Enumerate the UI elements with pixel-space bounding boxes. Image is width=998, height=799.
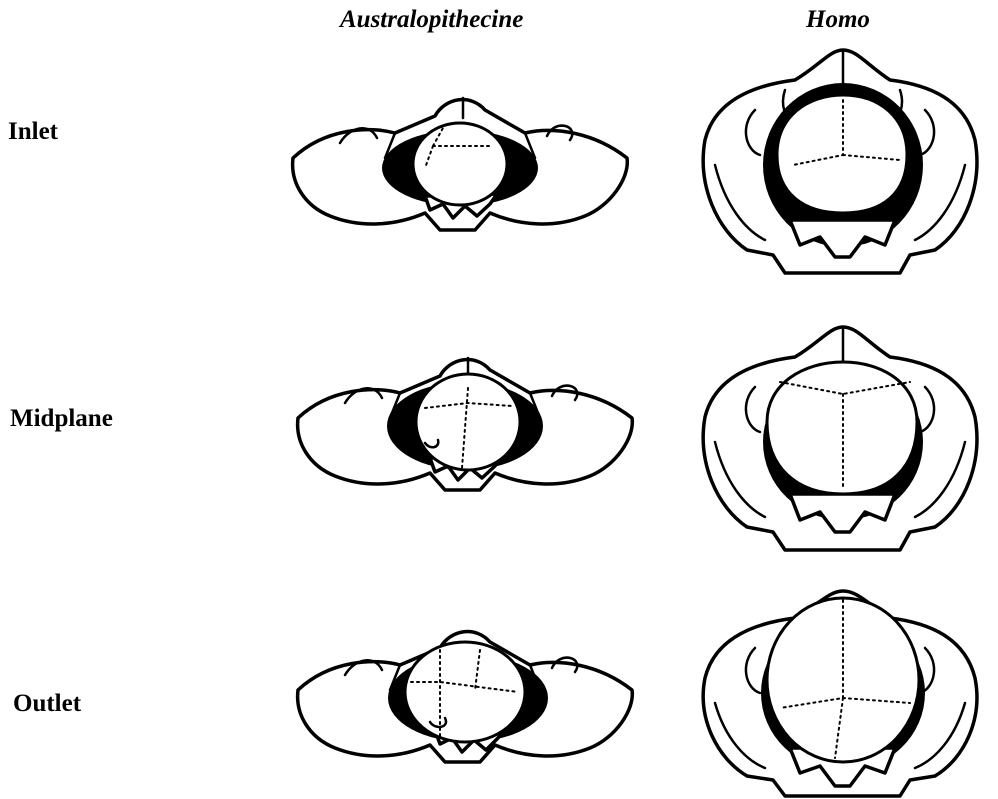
- australopithecine-inlet-pelvis: [285, 88, 635, 238]
- row-label-midplane: Midplane: [10, 405, 113, 433]
- homo-midplane-pelvis: [685, 322, 995, 552]
- column-header-australopithecine: Australopithecine: [340, 6, 523, 34]
- homo-outlet-pelvis: [685, 588, 995, 798]
- australopithecine-outlet-pelvis: [290, 620, 640, 770]
- homo-inlet-pelvis: [685, 45, 995, 275]
- row-label-inlet: Inlet: [8, 118, 58, 146]
- australopithecine-midplane-pelvis: [290, 348, 640, 498]
- row-label-outlet: Outlet: [13, 690, 81, 718]
- column-header-homo: Homo: [806, 6, 870, 34]
